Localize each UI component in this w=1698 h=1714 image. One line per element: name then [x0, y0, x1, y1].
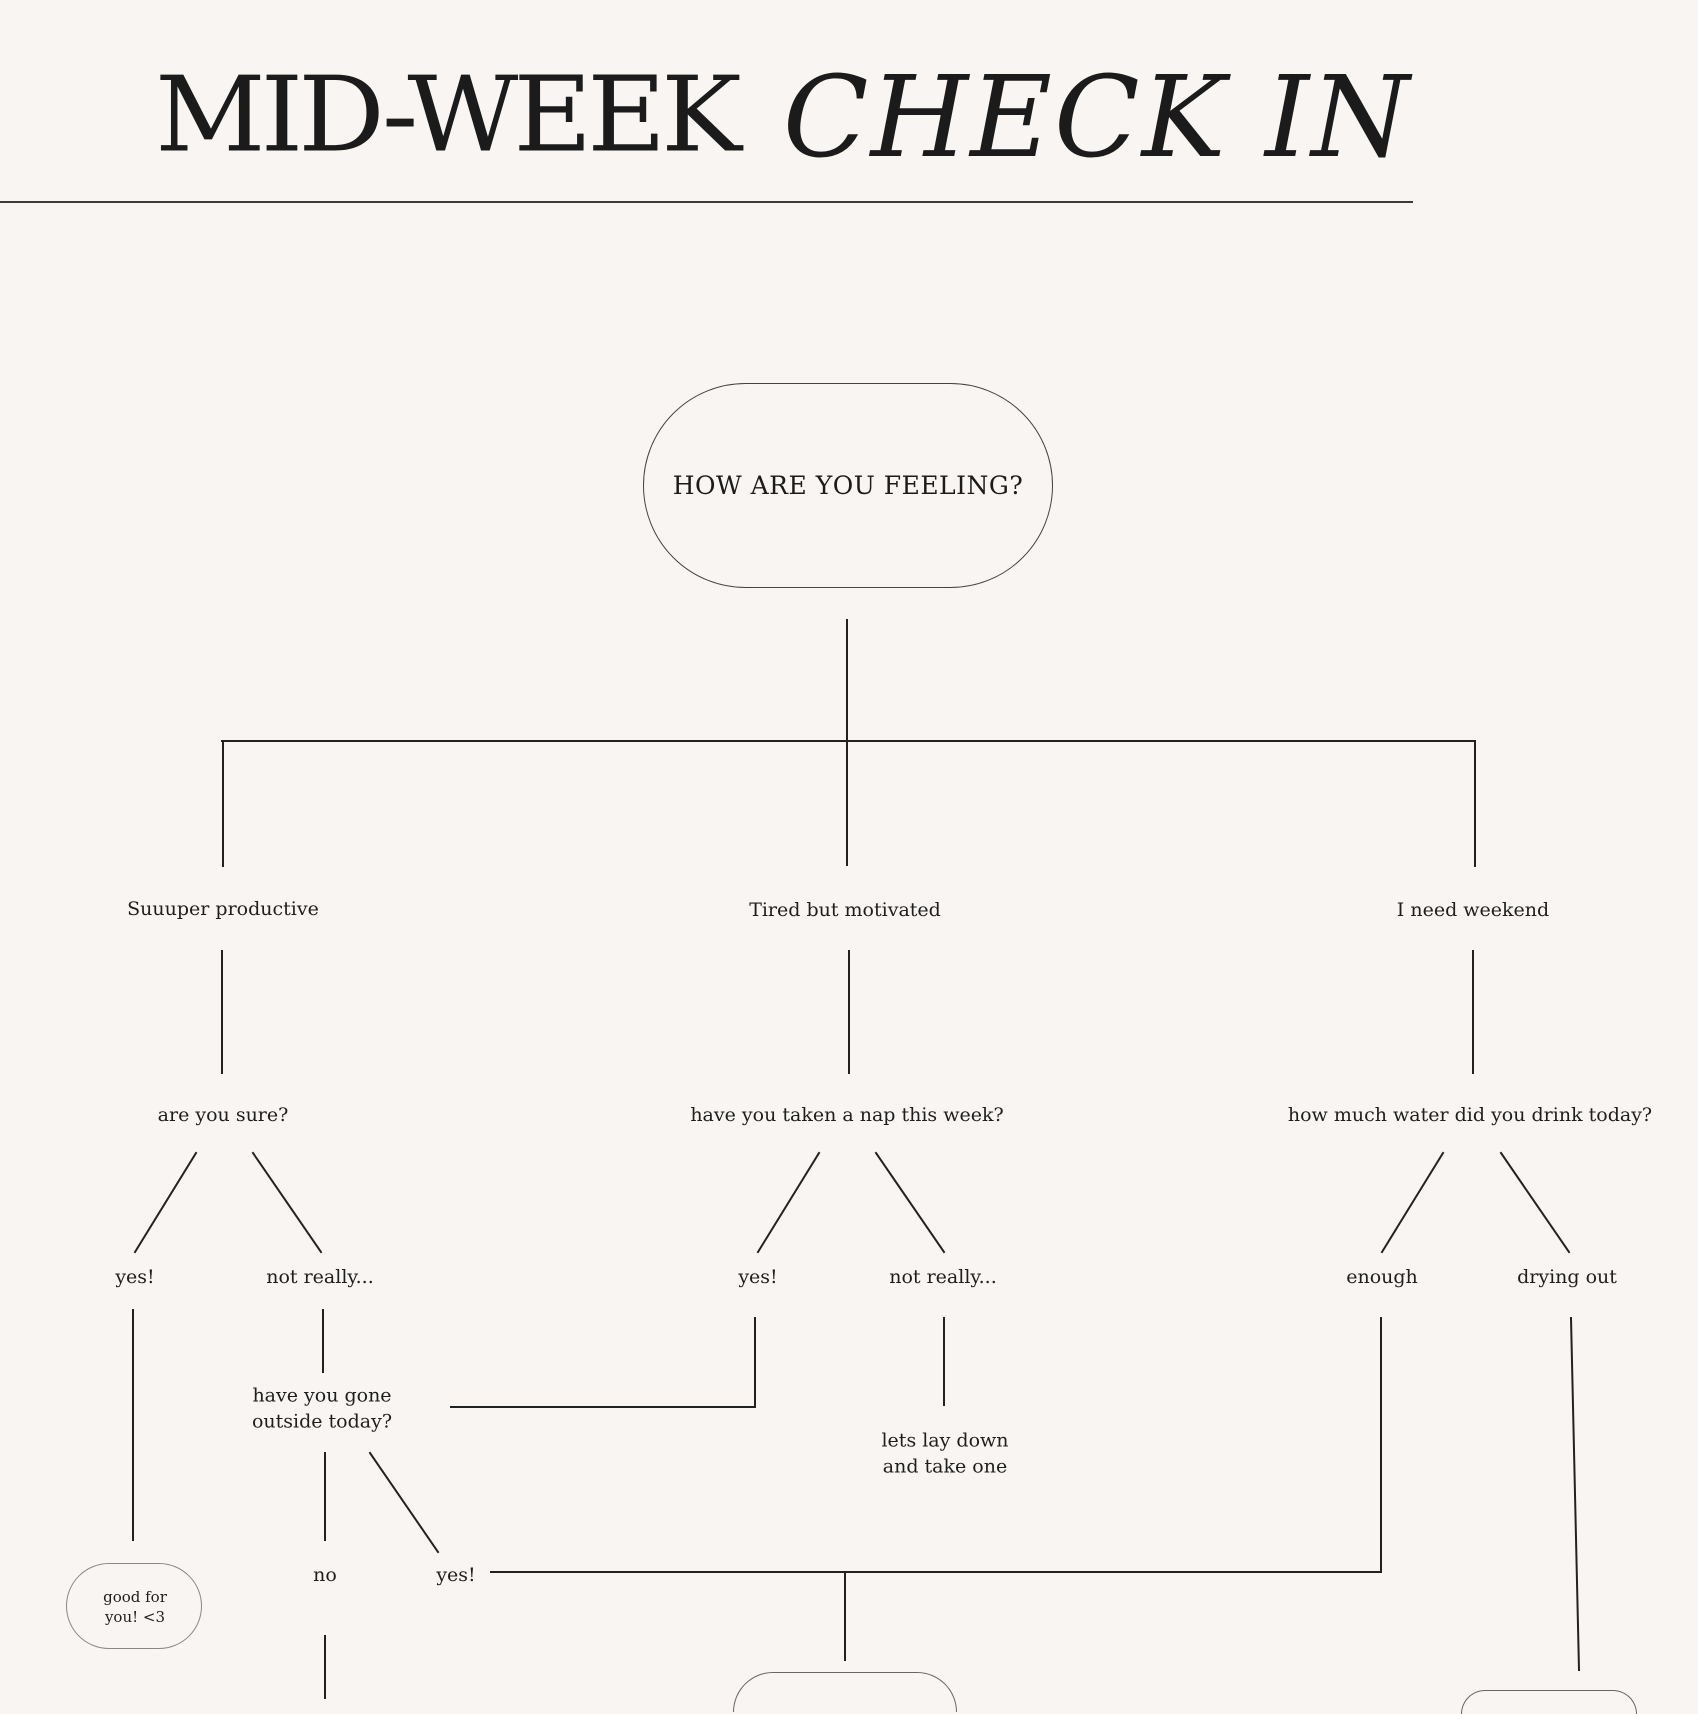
- followup-no-answer: no: [313, 1564, 337, 1586]
- left-no-diagonal: [251, 1151, 323, 1254]
- middle-no-answer: not really...: [889, 1266, 997, 1288]
- followup-yes-answer: yes!: [436, 1564, 476, 1586]
- left-question: are you sure?: [157, 1104, 289, 1126]
- root-node: HOW ARE YOU FEELING?: [643, 383, 1053, 588]
- drying-result-node: [1461, 1690, 1637, 1714]
- middle-no-diagonal: [874, 1151, 946, 1254]
- left-no-answer: not really...: [266, 1266, 374, 1288]
- right-question: how much water did you drink today?: [1287, 1104, 1653, 1126]
- left-followup-question: have you gone outside today?: [251, 1384, 393, 1432]
- left-yes-diagonal: [133, 1151, 198, 1254]
- right-enough-diagonal: [1380, 1151, 1445, 1254]
- title-accent: CHECK IN: [782, 53, 1412, 183]
- page-title: MID-WEEK CHECK IN: [155, 62, 1411, 174]
- middle-yes-diagonal: [756, 1151, 821, 1254]
- root-label: HOW ARE YOU FEELING?: [672, 471, 1024, 500]
- title-divider: [0, 201, 1413, 203]
- middle-yes-answer: yes!: [738, 1266, 778, 1288]
- right-branch-label: I need weekend: [1396, 899, 1550, 921]
- middle-yes-connector: [450, 1317, 756, 1408]
- followup-yes-diagonal: [368, 1451, 440, 1554]
- left-result-label: good for you! <3: [103, 1587, 167, 1626]
- left-yes-answer: yes!: [115, 1266, 155, 1288]
- left-branch-label: Suuuper productive: [127, 898, 319, 920]
- drying-down-line: [1569, 1316, 1581, 1672]
- right-drying-diagonal: [1499, 1151, 1571, 1254]
- middle-question: have you taken a nap this week?: [690, 1104, 1004, 1126]
- merge-result-node: [733, 1672, 957, 1712]
- right-drying-answer: drying out: [1517, 1266, 1617, 1288]
- title-main: MID-WEEK: [155, 55, 742, 176]
- right-enough-answer: enough: [1346, 1266, 1418, 1288]
- middle-branch-label: Tired but motivated: [749, 899, 941, 921]
- middle-result: lets lay down and take one: [881, 1429, 1009, 1477]
- left-result-node: good for you! <3: [66, 1563, 202, 1649]
